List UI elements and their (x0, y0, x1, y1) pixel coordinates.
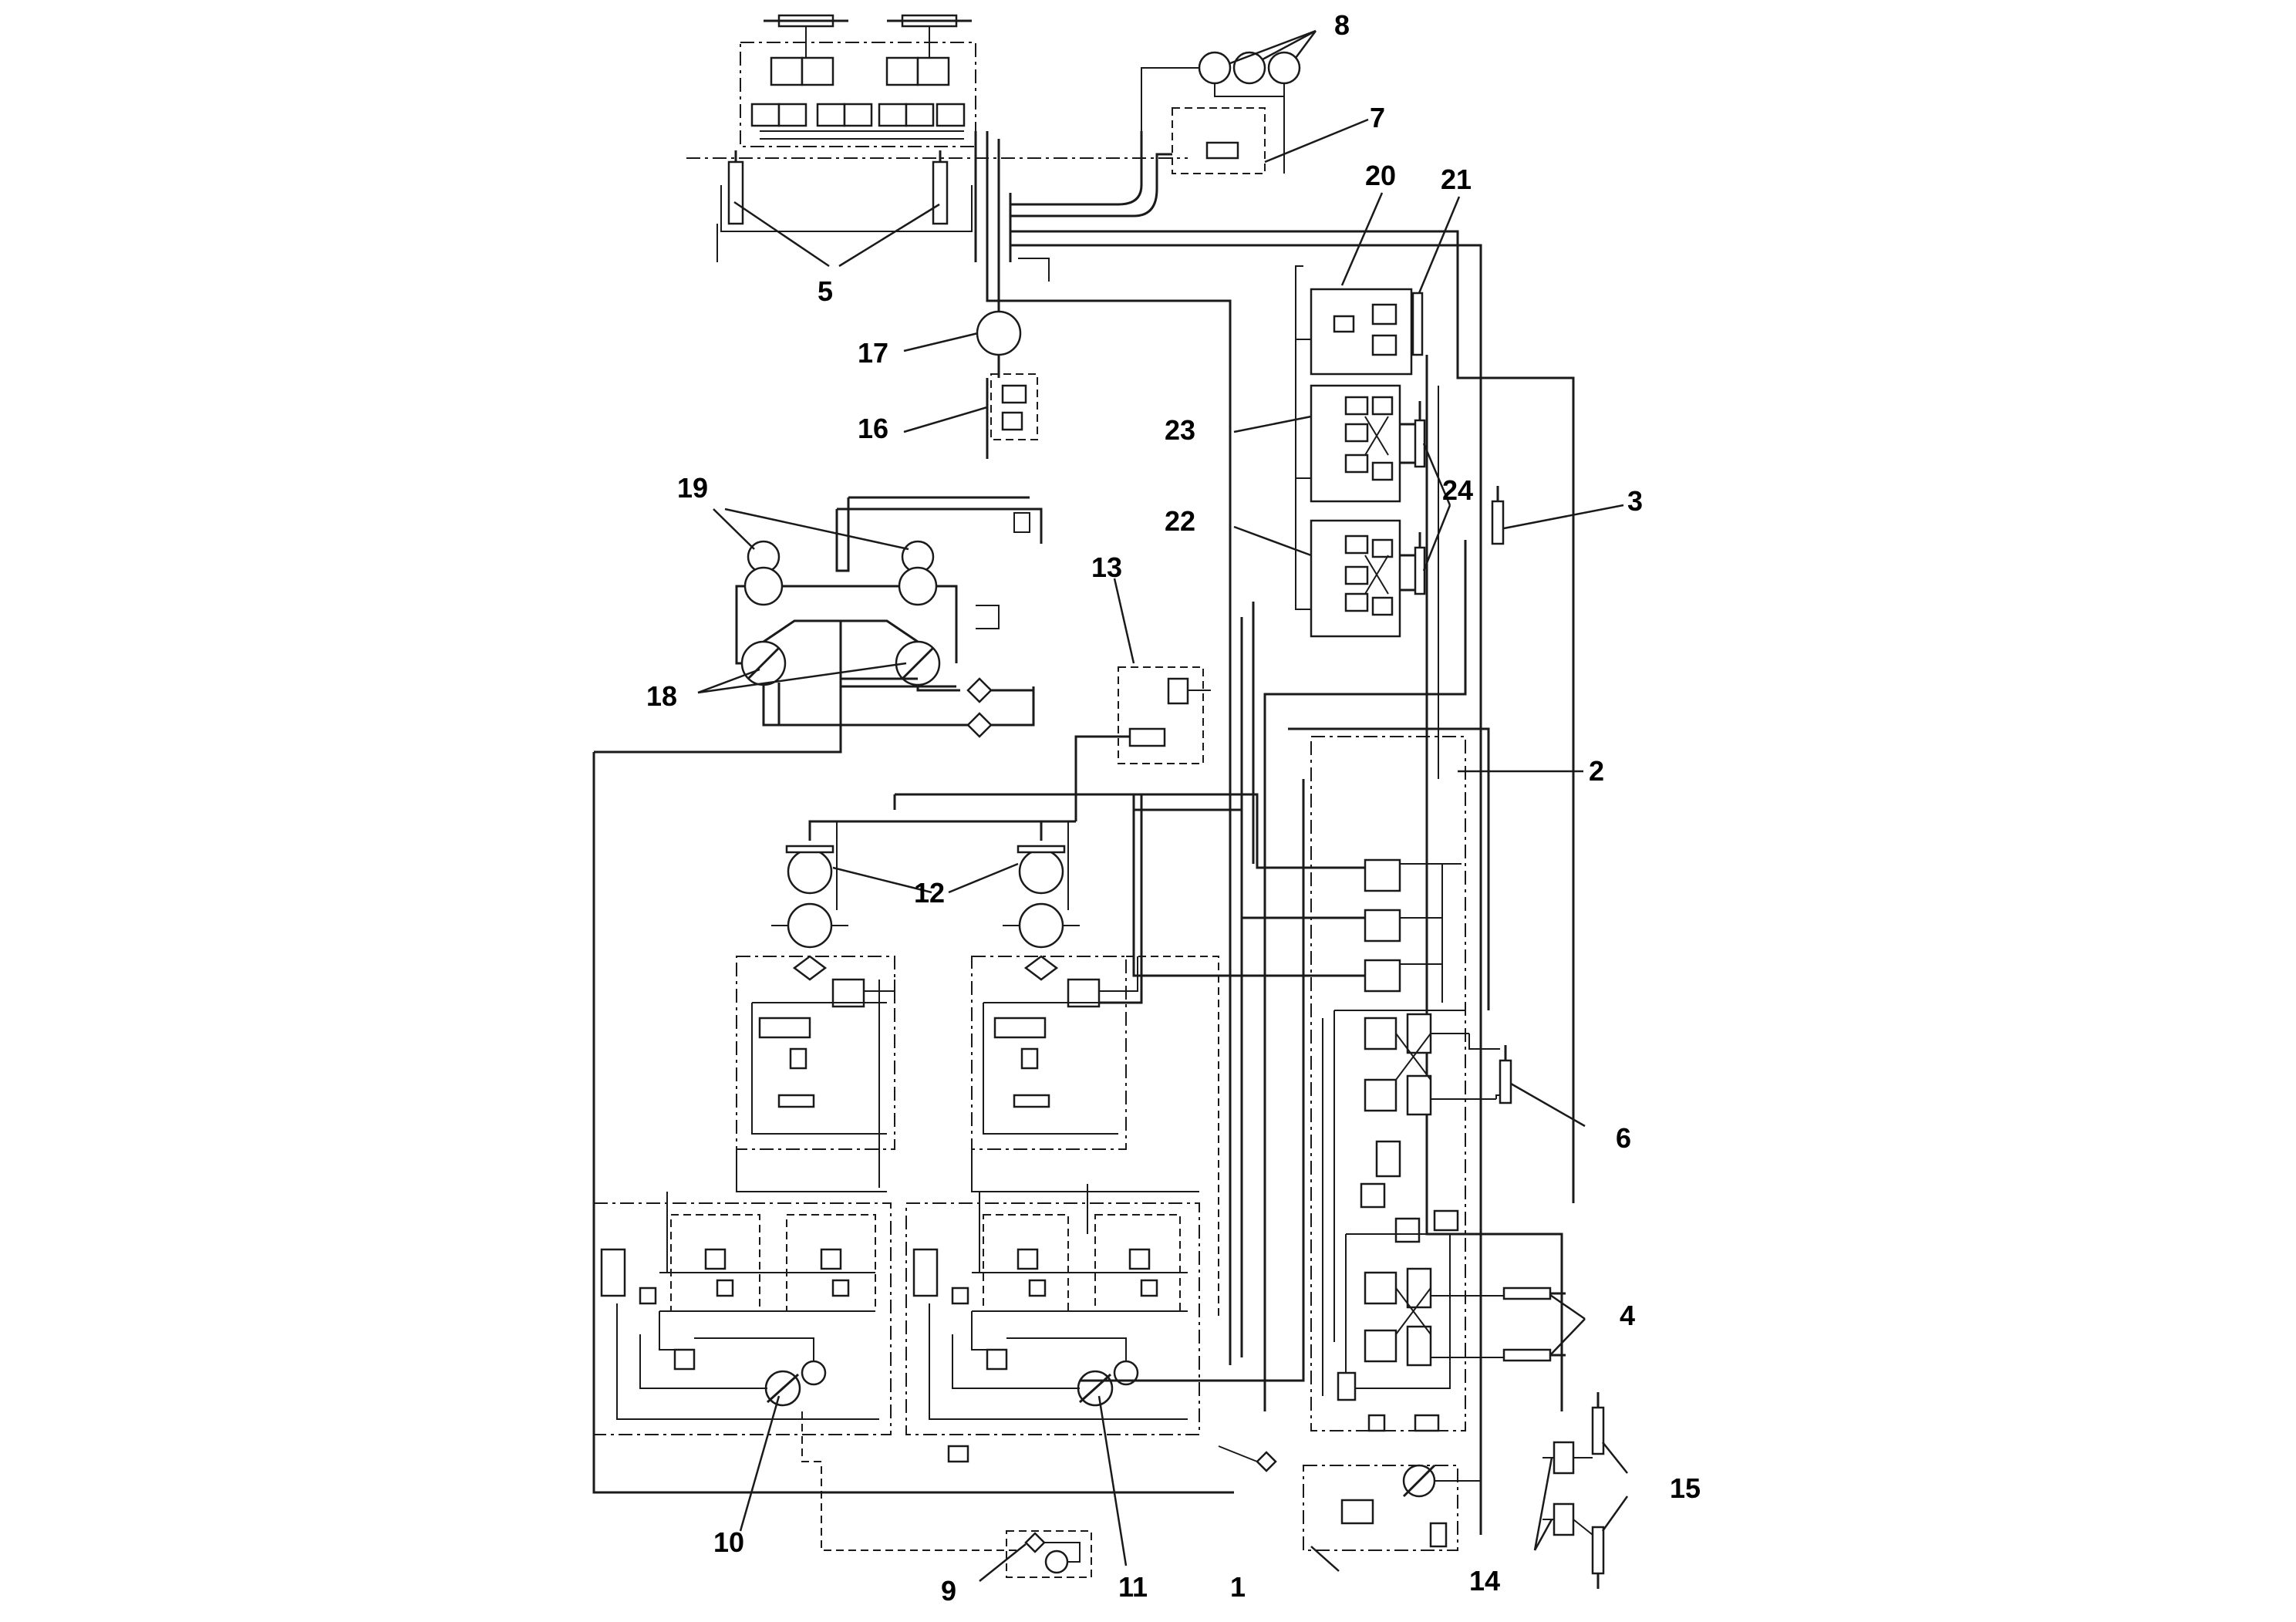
pump-item-17 (976, 262, 1022, 378)
callout-2: 2 (1589, 755, 1604, 787)
cylinder-item-3 (1491, 486, 1505, 545)
callout-7: 7 (1370, 102, 1385, 133)
controller-item-11 (905, 779, 1305, 1463)
callout-11: 11 (1118, 1571, 1148, 1603)
valve-item-13 (1074, 666, 1211, 794)
valve-block-item-2 (1288, 727, 1490, 1431)
callout-23: 23 (1165, 414, 1195, 446)
valve-block-lower (1322, 1010, 1504, 1432)
controller-item-10 (593, 1149, 1018, 1551)
callout-3: 3 (1627, 485, 1643, 517)
pump-unit-item-1 (1218, 1445, 1481, 1551)
filter-item-9 (1006, 1530, 1092, 1578)
top-line-bundle (974, 131, 1482, 1535)
callout-14: 14 (1469, 1565, 1500, 1597)
valve-item-7 (1010, 107, 1266, 218)
cylinder-item-6 (1468, 1034, 1512, 1104)
valve-item-16 (986, 373, 1038, 459)
callout-24: 24 (1442, 474, 1473, 506)
motors-item-8 (1141, 51, 1301, 174)
leader-lines (697, 29, 1629, 1582)
pumps-item-18 (740, 619, 1035, 744)
callout-labels: 1 2 3 4 5 6 7 8 9 10 11 12 13 14 15 16 1… (646, 9, 1701, 1607)
callout-16: 16 (858, 413, 888, 444)
callout-9: 9 (941, 1575, 956, 1607)
callout-21: 21 (1441, 164, 1472, 195)
motors-item-12 (771, 794, 1080, 949)
filters-item-18 (592, 677, 1234, 1494)
cylinders-item-4 (1502, 1286, 1566, 1362)
top-valve-group (740, 14, 976, 147)
valves-item-14 (1542, 1441, 1575, 1536)
callout-5: 5 (818, 275, 833, 307)
cylinders-item-21-24 (1400, 292, 1426, 595)
callout-6: 6 (1616, 1122, 1631, 1154)
right-line-bundle (1240, 324, 1575, 1411)
cylinders-item-15 (1573, 1392, 1605, 1589)
callout-1: 1 (1230, 1571, 1246, 1603)
callout-10: 10 (713, 1526, 744, 1558)
callout-19: 19 (677, 472, 708, 504)
pump-control-boxes (736, 794, 1219, 1319)
callout-8: 8 (1334, 9, 1350, 41)
callout-17: 17 (858, 337, 888, 369)
cylinders-item-5 (716, 150, 973, 262)
callout-18: 18 (646, 680, 677, 712)
valve-stack-20-23-22 (1295, 265, 1413, 638)
callout-4: 4 (1620, 1300, 1635, 1331)
callout-22: 22 (1165, 505, 1195, 537)
callout-12: 12 (914, 877, 945, 909)
callout-13: 13 (1091, 551, 1122, 583)
callout-20: 20 (1365, 160, 1396, 191)
callout-15: 15 (1670, 1472, 1701, 1504)
